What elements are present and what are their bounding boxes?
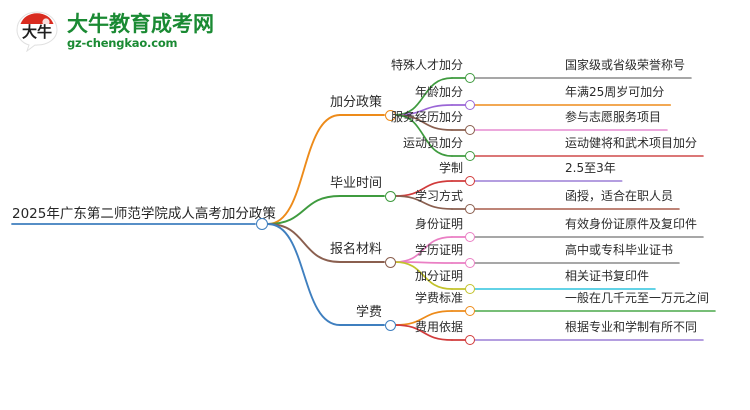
branch-label-4: 学费 (355, 305, 382, 320)
branch-node-4[interactable] (384, 319, 396, 331)
sub-branch-node-3-1[interactable] (465, 232, 475, 242)
leaf-label-1-2: 年满25周岁可加分 (565, 85, 665, 99)
branch-label-1: 加分政策 (329, 95, 382, 110)
sub-branch-node-2-2[interactable] (465, 204, 475, 214)
leaf-label-1-4: 运动健将和武术项目加分 (565, 136, 698, 150)
leaf-label-4-1: 一般在几千元至一万元之间 (565, 291, 710, 305)
sub-branch-label-2-2: 学习方式 (414, 189, 463, 203)
leaf-label-4-2: 根据专业和学制有所不同 (565, 320, 698, 334)
logo-mark-icon: 大牛 (14, 10, 60, 52)
sub-branch-label-3-1: 身份证明 (414, 217, 463, 231)
leaf-label-1-3: 参与志愿服务项目 (565, 110, 662, 124)
leaf-label-3-2: 高中或专科毕业证书 (565, 243, 674, 257)
sub-branch-node-2-1[interactable] (465, 176, 475, 186)
sub-branch-node-3-3[interactable] (465, 284, 475, 294)
sub-branch-node-1-2[interactable] (465, 100, 475, 110)
leaf-label-2-2: 函授，适合在职人员 (565, 189, 674, 203)
root-node-label: 2025年广东第二师范学院成人高考加分政策 (12, 206, 276, 222)
sub-branch-label-1-2: 年龄加分 (414, 85, 463, 99)
sub-branch-label-1-1: 特殊人才加分 (390, 58, 463, 72)
sub-branch-label-4-1: 学费标准 (414, 291, 463, 305)
leaf-label-1-1: 国家级或省级荣誉称号 (565, 58, 686, 72)
branch-label-3: 报名材料 (329, 242, 382, 257)
leaf-label-3-1: 有效身份证原件及复印件 (565, 217, 698, 231)
sub-branch-label-3-2: 学历证明 (414, 243, 463, 257)
branch-label-2: 毕业时间 (329, 176, 382, 191)
sub-branch-node-4-1[interactable] (465, 306, 475, 316)
sub-branch-node-1-1[interactable] (465, 73, 475, 83)
site-logo[interactable]: 大牛 大牛教育成考网 gz-chengkao.com (14, 10, 214, 52)
sub-branch-label-4-2: 费用依据 (414, 320, 463, 334)
sub-branch-node-1-3[interactable] (465, 125, 475, 135)
logo-title: 大牛教育成考网 (67, 11, 214, 36)
sub-branch-label-2-1: 学制 (438, 161, 463, 175)
sub-branch-label-1-3: 服务经历加分 (390, 110, 463, 124)
sub-branch-label-1-4: 运动员加分 (402, 136, 463, 150)
branch-node-3[interactable] (384, 256, 396, 268)
leaf-label-2-1: 2.5至3年 (565, 161, 616, 175)
sub-branch-node-1-4[interactable] (465, 151, 475, 161)
svg-text:大牛: 大牛 (22, 23, 52, 41)
sub-branch-label-3-3: 加分证明 (414, 269, 463, 283)
sub-branch-node-4-2[interactable] (465, 335, 475, 345)
logo-domain: gz-chengkao.com (67, 35, 178, 50)
sub-branch-node-3-2[interactable] (465, 258, 475, 268)
branch-node-1[interactable] (384, 109, 396, 121)
leaf-label-3-3: 相关证书复印件 (565, 269, 650, 283)
branch-node-2[interactable] (384, 190, 396, 202)
root-node[interactable] (256, 218, 268, 230)
